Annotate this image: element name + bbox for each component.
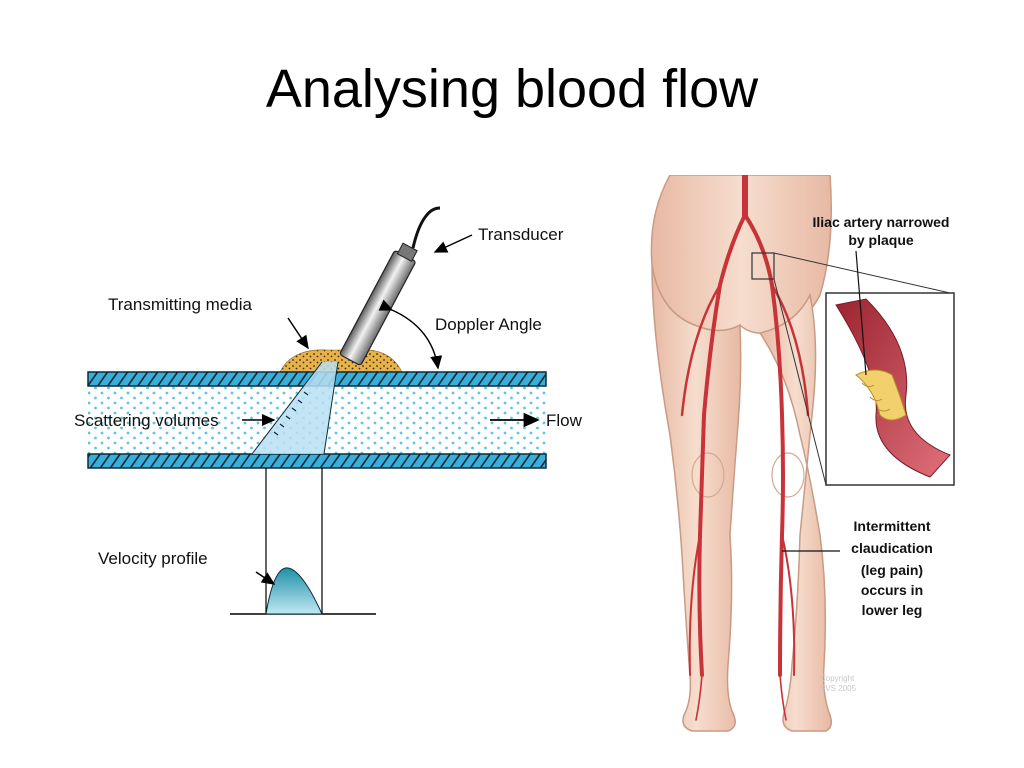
- doppler-angle-arc: [378, 299, 443, 370]
- label-scattering-volumes: Scattering volumes: [74, 411, 219, 430]
- label-flow: Flow: [546, 411, 583, 430]
- label-claudication-5: lower leg: [862, 602, 923, 618]
- velocity-profile-curve: [265, 567, 323, 615]
- transducer-probe: [339, 242, 418, 366]
- label-claudication-2: claudication: [851, 540, 933, 556]
- doppler-diagram: Transducer Transmitting media Doppler An…: [74, 206, 583, 615]
- ultrasound-beam: [252, 362, 338, 454]
- copyright-line2: SVS 2005: [820, 684, 857, 693]
- label-claudication-1: Intermittent: [854, 518, 931, 534]
- leg-right-anatomical: [651, 264, 742, 732]
- slide-title: Analysing blood flow: [265, 59, 759, 119]
- copyright-line1: Copyright: [820, 674, 855, 683]
- label-claudication-4: occurs in: [861, 582, 923, 598]
- label-iliac-line2: by plaque: [848, 232, 914, 248]
- iliac-callout-marker: [751, 252, 775, 280]
- label-doppler-angle: Doppler Angle: [435, 315, 542, 334]
- label-iliac-line1: Iliac artery narrowed: [813, 214, 950, 230]
- label-transmitting-media: Transmitting media: [108, 295, 252, 314]
- leg-left-anatomical: [758, 292, 833, 732]
- transducer-cable: [411, 206, 441, 249]
- vessel-wall-bottom: [87, 453, 547, 469]
- label-velocity-profile: Velocity profile: [98, 549, 208, 568]
- label-transducer: Transducer: [478, 225, 564, 244]
- plaque-inset: [825, 292, 955, 486]
- arterial-tree: [680, 175, 810, 721]
- scattering-markers: [273, 391, 309, 436]
- leg-artery-illustration: Iliac artery narrowed by plaque Intermit…: [650, 175, 955, 732]
- label-claudication-3: (leg pain): [861, 562, 923, 578]
